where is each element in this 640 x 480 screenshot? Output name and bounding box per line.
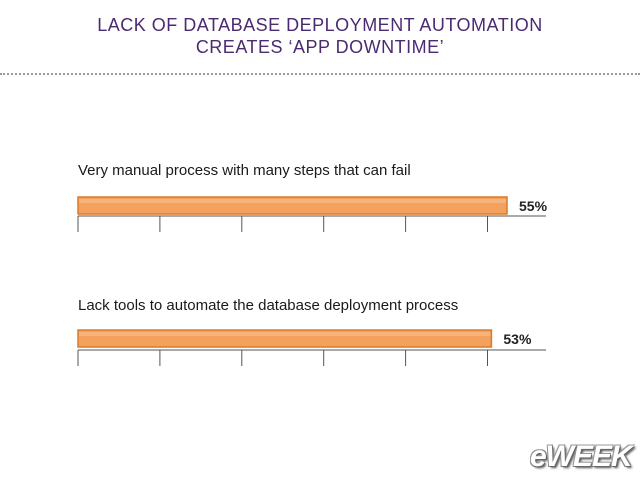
slide-title-line-2: CREATES ‘APP DOWNTIME’ [195, 37, 445, 57]
slide-title-line-1: LACK OF DATABASE DEPLOYMENT AUTOMATION [97, 15, 543, 35]
bar-highlight-2 [79, 332, 491, 336]
slide-title: LACK OF DATABASE DEPLOYMENT AUTOMATION C… [0, 14, 640, 58]
eweek-logo: eWEEK [530, 440, 633, 474]
value-label-1: 55% [519, 198, 548, 214]
bar-highlight-1 [79, 199, 506, 203]
category-label-2: Lack tools to automate the database depl… [78, 297, 458, 314]
eweek-logo-text: eWEEK [530, 440, 633, 473]
category-label-1: Very manual process with many steps that… [78, 162, 411, 179]
title-divider [0, 73, 640, 75]
value-label-2: 53% [503, 331, 532, 347]
